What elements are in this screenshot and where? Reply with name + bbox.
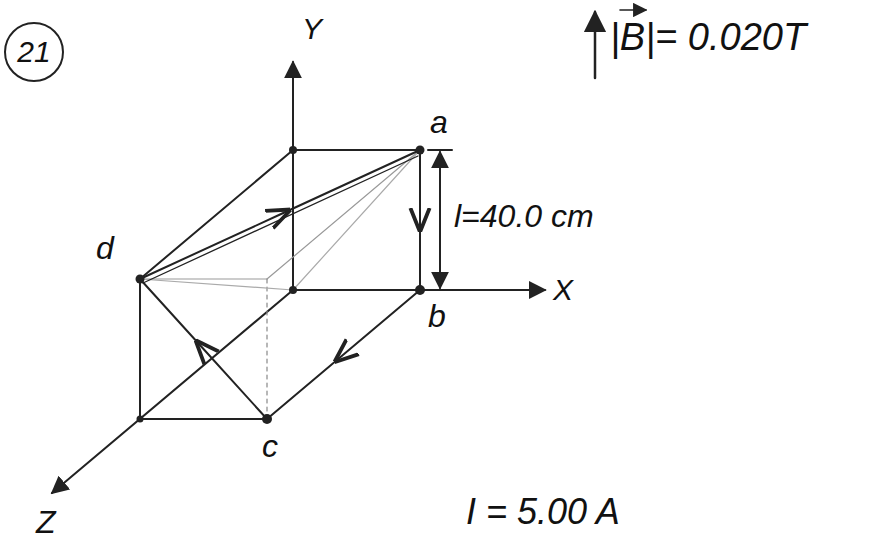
z-axis — [52, 290, 293, 493]
vertex-label: a — [430, 106, 448, 138]
current-wire — [419, 150, 421, 290]
cube-edge — [293, 149, 420, 151]
field-arrow — [594, 12, 597, 78]
vertex-dot — [416, 146, 425, 155]
cube-edge — [140, 150, 293, 279]
vertex-label: d — [96, 232, 114, 264]
cube-edge — [140, 278, 267, 279]
problem-number: 21 — [17, 37, 50, 67]
vertex-dot — [415, 285, 425, 295]
current-wire — [267, 290, 420, 419]
axis-label: Y — [302, 14, 322, 44]
vertex-dot — [289, 146, 297, 154]
cube-edge — [266, 279, 267, 419]
dimension-label: l=40.0 cm — [454, 200, 594, 232]
field-label: |B|= 0.020T — [610, 18, 806, 56]
axis-label: X — [553, 275, 573, 305]
vertex-label: b — [428, 300, 446, 332]
diagonal-line — [140, 279, 293, 290]
vector-arrow — [620, 9, 646, 11]
vertex-dot — [289, 286, 297, 294]
cube-edge — [140, 418, 267, 420]
current-label: I = 5.00 A — [466, 494, 620, 530]
current-wire — [140, 279, 267, 419]
dimension-tick — [428, 289, 452, 291]
vertex-dot — [137, 416, 144, 423]
dimension-tick — [428, 149, 452, 151]
vertex-label: c — [262, 430, 278, 462]
cube-edge — [139, 279, 141, 419]
current-wire — [140, 150, 420, 279]
current-wire — [143, 156, 418, 283]
vertex-dot — [262, 414, 272, 424]
axis-label: Z — [36, 506, 56, 538]
diagonal-line — [293, 150, 420, 290]
vertex-dot — [136, 275, 145, 284]
problem-number-circle: 21 — [4, 22, 64, 82]
dimension-line — [439, 152, 441, 288]
